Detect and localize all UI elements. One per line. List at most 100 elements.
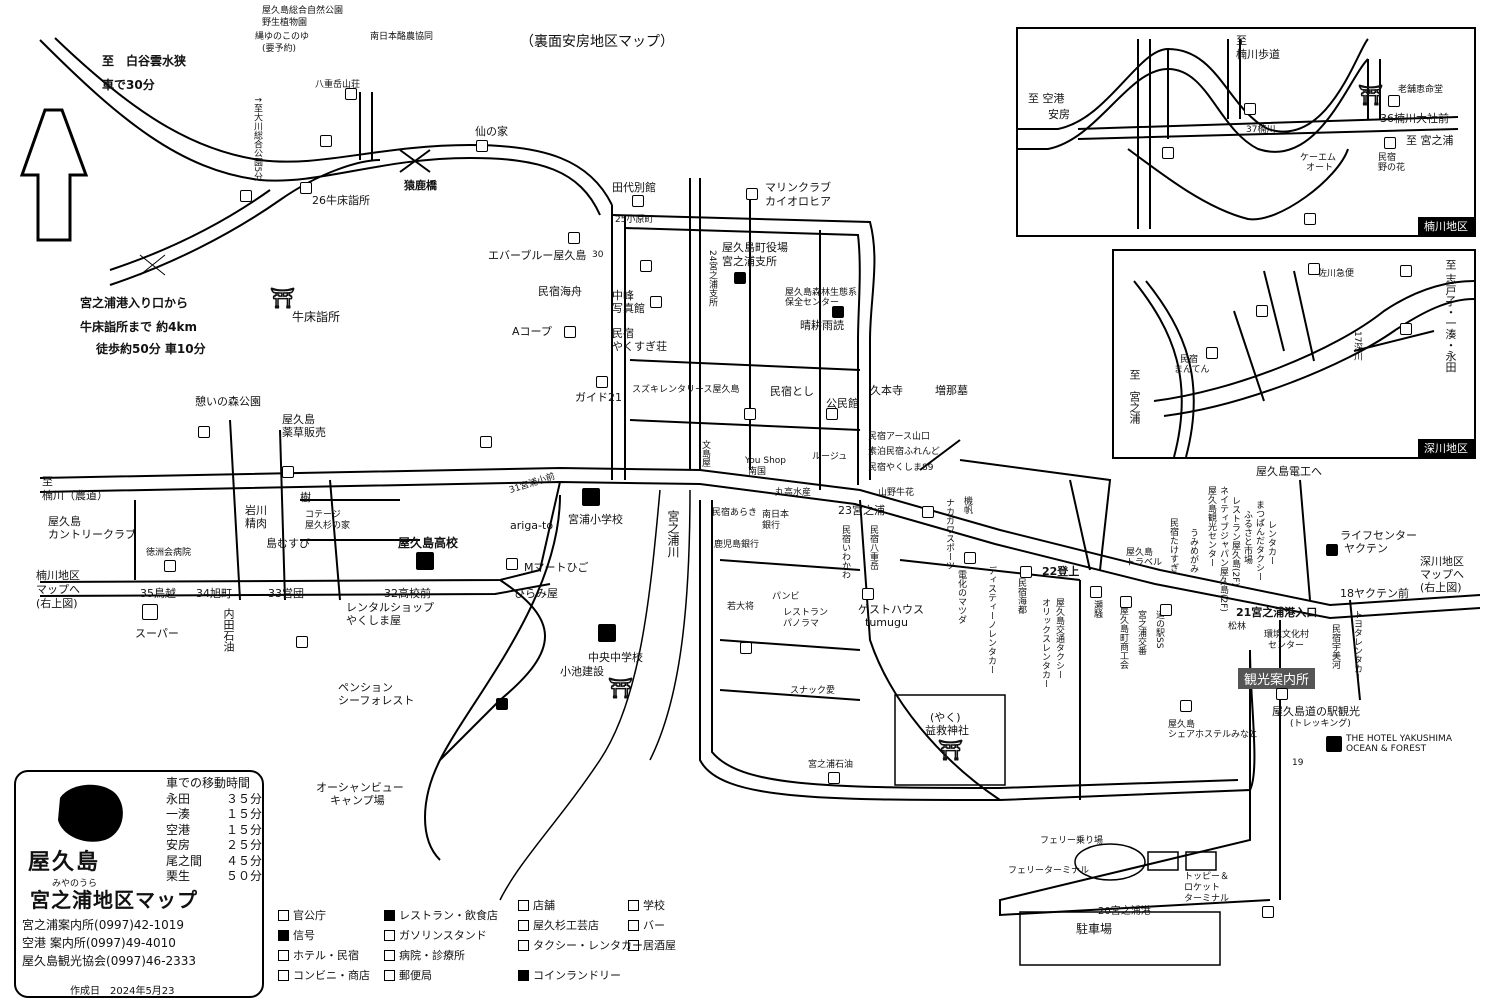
inset-label: 至 宮之浦 — [1406, 134, 1454, 147]
inset-label: 民宿 — [1378, 153, 1397, 163]
hotel-icon — [345, 88, 357, 100]
place-label: 機帆 — [962, 496, 972, 514]
parking-label: 駐車場 — [1076, 922, 1113, 936]
place-label: 宮之浦交番 — [1136, 610, 1146, 655]
fukagawa-link-3[interactable]: (右上図) — [1420, 581, 1462, 594]
inset-label: 17深川 — [1352, 331, 1362, 361]
place-label: 小池建設 — [560, 665, 604, 678]
place-label: 民宿あらき — [712, 508, 758, 518]
place-label: 民宿アース山口 — [868, 432, 931, 442]
hotel-icon — [632, 195, 644, 207]
place-label: うみめがみ — [1188, 528, 1198, 573]
inset-label: ケーエム — [1300, 153, 1337, 163]
inset-label: オート — [1306, 163, 1334, 173]
direction-shiratani: 至 白谷雲水狭 — [102, 54, 187, 68]
place-label: You Shop — [745, 456, 787, 466]
place-label: 民宿 — [612, 327, 634, 340]
place-label: Aコープ — [512, 325, 552, 338]
place-label: レンタルショップ — [346, 601, 434, 614]
place-label: スーパー — [135, 627, 179, 640]
place-label: 民宿とし — [770, 385, 814, 398]
place-label: 八重岳山荘 — [315, 80, 361, 90]
hotel-icon — [1256, 305, 1268, 317]
government-icon-legend: 官公庁 — [278, 907, 326, 923]
inset-fukagawa-title: 深川地区 — [1418, 439, 1474, 457]
fukagawa-link-1[interactable]: 深川地区 — [1420, 555, 1464, 568]
bus-stop-label: 35鳥越 — [140, 587, 176, 600]
hotel-icon — [1020, 566, 1032, 578]
place-label: ariga-to — [510, 519, 554, 532]
place-label: 屋久島 — [1168, 720, 1196, 730]
place-label: (トレッキング) — [1290, 719, 1351, 729]
shop-icon — [640, 260, 652, 272]
ferry-terminal-shape — [1074, 843, 1217, 881]
place-label: tumugu — [865, 616, 908, 629]
government-icon — [734, 272, 746, 284]
inset-kusugawa-title: 楠川地区 — [1418, 217, 1474, 235]
taxi-icon — [240, 190, 252, 202]
bus-stop-label: 21宮之浦港入口 — [1236, 606, 1318, 619]
hotel-icon — [1384, 137, 1396, 149]
school-icon — [416, 552, 434, 570]
river-label: 宮之浦川 — [666, 510, 680, 558]
kusugawa-link-1[interactable]: 楠川地区 — [36, 569, 80, 582]
bus-stop-label: 26牛床詣所 — [312, 194, 370, 207]
kusugawa-link-3[interactable]: (右上図) — [36, 597, 78, 610]
place-label: 鹿児島銀行 — [714, 540, 760, 550]
tourist-info-badge[interactable]: 観光案内所 — [1238, 668, 1316, 689]
place-label: 民宿海舟 — [538, 285, 582, 298]
kusugawa-link-2[interactable]: マップへ — [36, 583, 80, 596]
gas-station-icon — [828, 772, 840, 784]
place-label: 田代別館 — [612, 181, 656, 194]
place-label: 岩川 — [245, 504, 267, 517]
bus-stop-label: 32高校前 — [384, 587, 431, 600]
convenience-store-icon — [1262, 906, 1274, 918]
inset-label: 至 空港 — [1028, 92, 1065, 105]
place-label: 屋久島 — [1126, 548, 1154, 558]
gas-station-icon-legend: ガソリンスタンド — [384, 927, 487, 943]
place-label: やくすぎ荘 — [612, 340, 667, 353]
place-label: レンタカー — [1266, 520, 1276, 565]
contact-list: 宮之浦案内所(0997)42-1019 空港 案内所(0997)49-4010 … — [22, 916, 196, 970]
inset-label: 野の花 — [1378, 163, 1406, 173]
bus-stop-label: 23宮之浦 — [838, 504, 885, 517]
travel-title: 車での移動時間 — [166, 776, 251, 790]
place-label: 晴耕雨読 — [800, 319, 844, 332]
place-label: センター — [1268, 641, 1305, 651]
place-label: 屋久島総合自然公園 — [262, 6, 344, 16]
place-label: パンビ — [772, 592, 800, 602]
contact-row: 空港 案内所(0997)49-4010 — [22, 936, 176, 950]
place-label: 憩いの森公園 — [195, 395, 261, 408]
sarukabashi-label: 猿鹿橋 — [404, 179, 437, 192]
place-label: 増那墓 — [935, 384, 968, 397]
hotel-icon — [480, 436, 492, 448]
contact-row: 屋久島観光協会(0997)46-2333 — [22, 954, 197, 968]
hotel-icon — [476, 140, 488, 152]
shop-icon-legend: 店舗 — [518, 897, 555, 913]
shop-icon — [568, 232, 580, 244]
place-label: 公民館 — [826, 397, 859, 410]
place-label: まつばんだタクシー — [1254, 500, 1264, 581]
fukagawa-link-2[interactable]: マップへ — [1420, 568, 1464, 581]
hotel-icon — [1304, 213, 1316, 225]
place-label: 宮浦小学校 — [568, 513, 623, 526]
place-label: トヨタレンタカー — [1352, 610, 1362, 682]
gas-station-icon — [1160, 604, 1172, 616]
hotel-icon — [862, 588, 874, 600]
place-label: 素泊民宿ふれんど — [868, 447, 940, 457]
inset-kusugawa: 至 空港 安房 至 楠川歩道 ⛩ 老舗恵命堂 36楠川大社前 37楠川 至 宮之… — [1016, 27, 1476, 237]
place-label: スズキレンタリース屋久島 — [632, 385, 740, 395]
yakushima-island-icon — [58, 784, 123, 842]
place-label: 丸高水産 — [775, 488, 812, 498]
taxi-icon-legend: タクシー・レンタカー — [518, 937, 643, 953]
place-label: 銀行 — [762, 521, 781, 531]
inset-label: 老舗恵命堂 — [1398, 85, 1444, 95]
place-label: シェアホステルみなと — [1168, 730, 1259, 740]
hotel-icon-legend: ホテル・民宿 — [278, 947, 359, 963]
place-label: 民宿いわかわ — [840, 525, 850, 579]
place-label: Mマートひご — [524, 561, 589, 574]
bus-stop-label: 25小原町 — [615, 215, 654, 225]
inset-label: 佐川急便 — [1318, 269, 1355, 279]
